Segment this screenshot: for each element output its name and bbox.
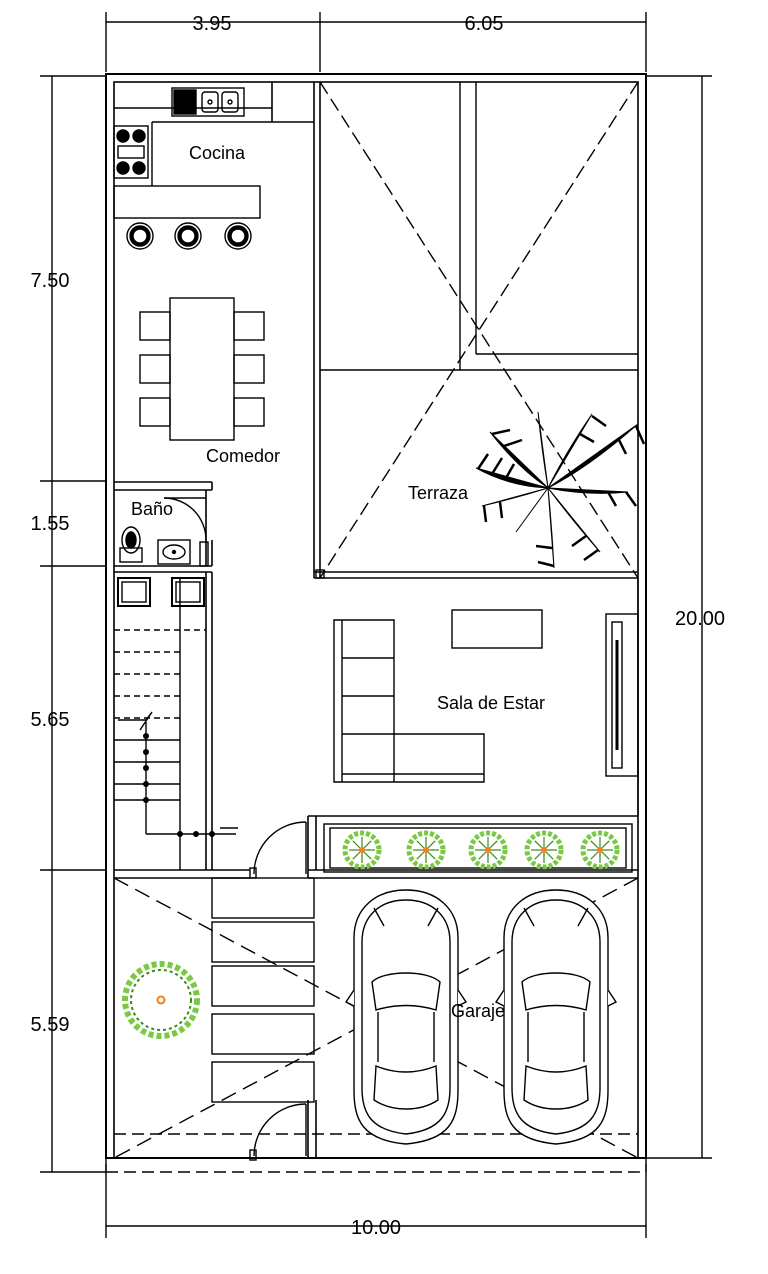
stove-icon bbox=[113, 125, 149, 179]
planter bbox=[323, 823, 633, 873]
dimension-lines bbox=[40, 12, 712, 1238]
terrace-area bbox=[315, 81, 639, 579]
palm-tree-icon bbox=[475, 411, 646, 569]
flower-pot-icon bbox=[342, 830, 620, 870]
dim-left-2: 1.55 bbox=[31, 513, 70, 535]
dim-top-right: 6.05 bbox=[465, 13, 504, 35]
shrub-icon bbox=[122, 961, 200, 1039]
flower-pot-icon bbox=[580, 830, 620, 870]
toilet-icon bbox=[119, 526, 143, 563]
living-room bbox=[333, 578, 639, 816]
tv-unit bbox=[605, 613, 639, 777]
kitchen-island bbox=[113, 185, 261, 219]
garage-steps bbox=[211, 877, 315, 1103]
washbasin-icon bbox=[157, 539, 191, 565]
car-icon bbox=[495, 889, 617, 1145]
dim-left-4: 5.59 bbox=[31, 1014, 70, 1036]
sink-icon bbox=[171, 87, 245, 117]
room-label-cocina: Cocina bbox=[189, 143, 246, 163]
room-label-sala: Sala de Estar bbox=[437, 693, 545, 713]
sofa bbox=[333, 619, 485, 783]
room-label-garaje: Garaje bbox=[451, 1001, 505, 1021]
bathroom-fixtures bbox=[119, 497, 209, 567]
interior-walls bbox=[114, 82, 638, 1158]
stool-icon bbox=[126, 222, 252, 250]
door-swing-icon bbox=[249, 821, 307, 1161]
dim-right: 20.00 bbox=[675, 608, 725, 630]
staircase bbox=[114, 577, 238, 870]
dim-bottom: 10.00 bbox=[351, 1217, 401, 1239]
dining-table bbox=[139, 297, 265, 441]
room-label-comedor: Comedor bbox=[206, 446, 280, 466]
room-label-terraza: Terraza bbox=[408, 483, 469, 503]
dim-top-left: 3.95 bbox=[193, 13, 232, 35]
flower-pot-icon bbox=[524, 830, 564, 870]
room-label-bano: Baño bbox=[131, 499, 173, 519]
flower-pot-icon bbox=[406, 830, 446, 870]
flower-pot-icon bbox=[468, 830, 508, 870]
car-icon bbox=[345, 889, 467, 1145]
dim-left-3: 5.65 bbox=[31, 709, 70, 731]
kitchen-area bbox=[113, 87, 272, 250]
flower-pot-icon bbox=[342, 830, 382, 870]
coffee-table bbox=[451, 609, 543, 649]
dim-left-1: 7.50 bbox=[31, 270, 70, 292]
